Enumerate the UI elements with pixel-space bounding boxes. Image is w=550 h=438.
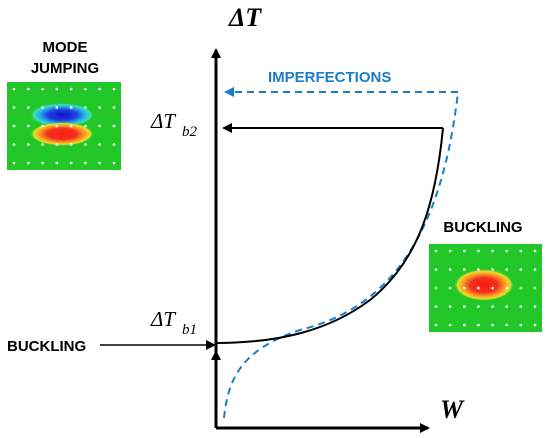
node-dot [98,87,102,91]
node-dot [448,323,452,327]
node-dot [69,124,73,128]
node-dot [98,106,102,109]
node-dot [112,124,116,128]
buckling-right-label: BUCKLING [443,219,522,236]
tb2-label: ΔT b2 [150,109,198,140]
node-dot [462,305,466,308]
imperfect-curve [223,91,459,419]
node-dot [55,124,59,128]
node-dot [519,286,523,290]
node-dot [533,249,537,253]
node-dot [69,161,73,165]
node-dot [462,286,466,290]
node-dot [112,143,116,146]
node-dot [491,286,494,290]
node-dot [505,305,509,308]
node-dot [69,87,73,91]
svg-text:b2: b2 [182,124,198,140]
node-dot [477,323,480,327]
node-dot [69,106,73,109]
node-dot [477,286,480,290]
buckling-image [429,244,542,332]
node-dot [448,305,452,308]
node-dot [98,143,102,146]
node-dot [434,249,438,253]
node-dot [84,124,87,128]
node-dot [98,161,102,165]
node-dot [519,249,523,253]
node-dot [477,305,480,308]
node-dot [448,268,452,271]
node-dot [477,249,480,253]
node-dot [69,143,73,146]
node-dot [26,124,30,128]
node-dot [505,286,509,290]
perfect-curve [215,127,444,344]
node-dot [12,161,16,165]
node-dot [12,124,16,128]
mode-jumping-image [7,82,121,170]
node-dot [41,106,44,109]
node-dot [533,286,537,290]
node-dot [491,323,494,327]
node-dot [519,268,523,271]
node-dot [41,143,44,146]
node-dot [55,161,59,165]
node-dot [505,268,509,271]
node-dot [434,268,438,271]
node-dot [26,161,30,165]
node-dot [112,161,116,165]
tb1-label: ΔT b1 [150,307,197,338]
node-dot [462,249,466,253]
node-dot [112,106,116,109]
node-dot [55,106,59,109]
node-dot [533,305,537,308]
imperfections-label: IMPERFECTIONS [268,69,391,86]
mode-label-line1: MODE [43,39,88,56]
node-dot [434,323,438,327]
node-dot [477,268,480,271]
node-dot [41,87,44,91]
node-dot [84,87,87,91]
node-dot [505,323,509,327]
node-dot [84,143,87,146]
node-dot [55,87,59,91]
node-dot [12,106,16,109]
node-dot [434,305,438,308]
node-dot [84,161,87,165]
node-dot [462,323,466,327]
node-dot [519,323,523,327]
node-dot [491,305,494,308]
node-dot [55,143,59,146]
node-dot [491,268,494,271]
node-dot [84,106,87,109]
node-dot [112,87,116,91]
node-dot [12,87,16,91]
node-dot [505,249,509,253]
svg-text:ΔT: ΔT [150,307,176,331]
svg-text:b1: b1 [182,322,197,338]
node-dot [462,268,466,271]
svg-text:ΔT: ΔT [150,109,176,133]
node-dot [41,124,44,128]
node-dot [41,161,44,165]
node-dot [434,286,438,290]
node-dot [519,305,523,308]
y-axis-label-text: ΔT [228,3,262,32]
node-dot [26,106,30,109]
node-dot [491,249,494,253]
buckling-left-label: BUCKLING [7,338,86,355]
node-dot [448,286,452,290]
node-dot [448,249,452,253]
node-dot [533,323,537,327]
node-dot [98,124,102,128]
x-axis-label: W [440,395,465,424]
node-dot [26,87,30,91]
node-dot [533,268,537,271]
node-dot [26,143,30,146]
mode-label-line2: JUMPING [31,60,99,77]
node-dot [12,143,16,146]
